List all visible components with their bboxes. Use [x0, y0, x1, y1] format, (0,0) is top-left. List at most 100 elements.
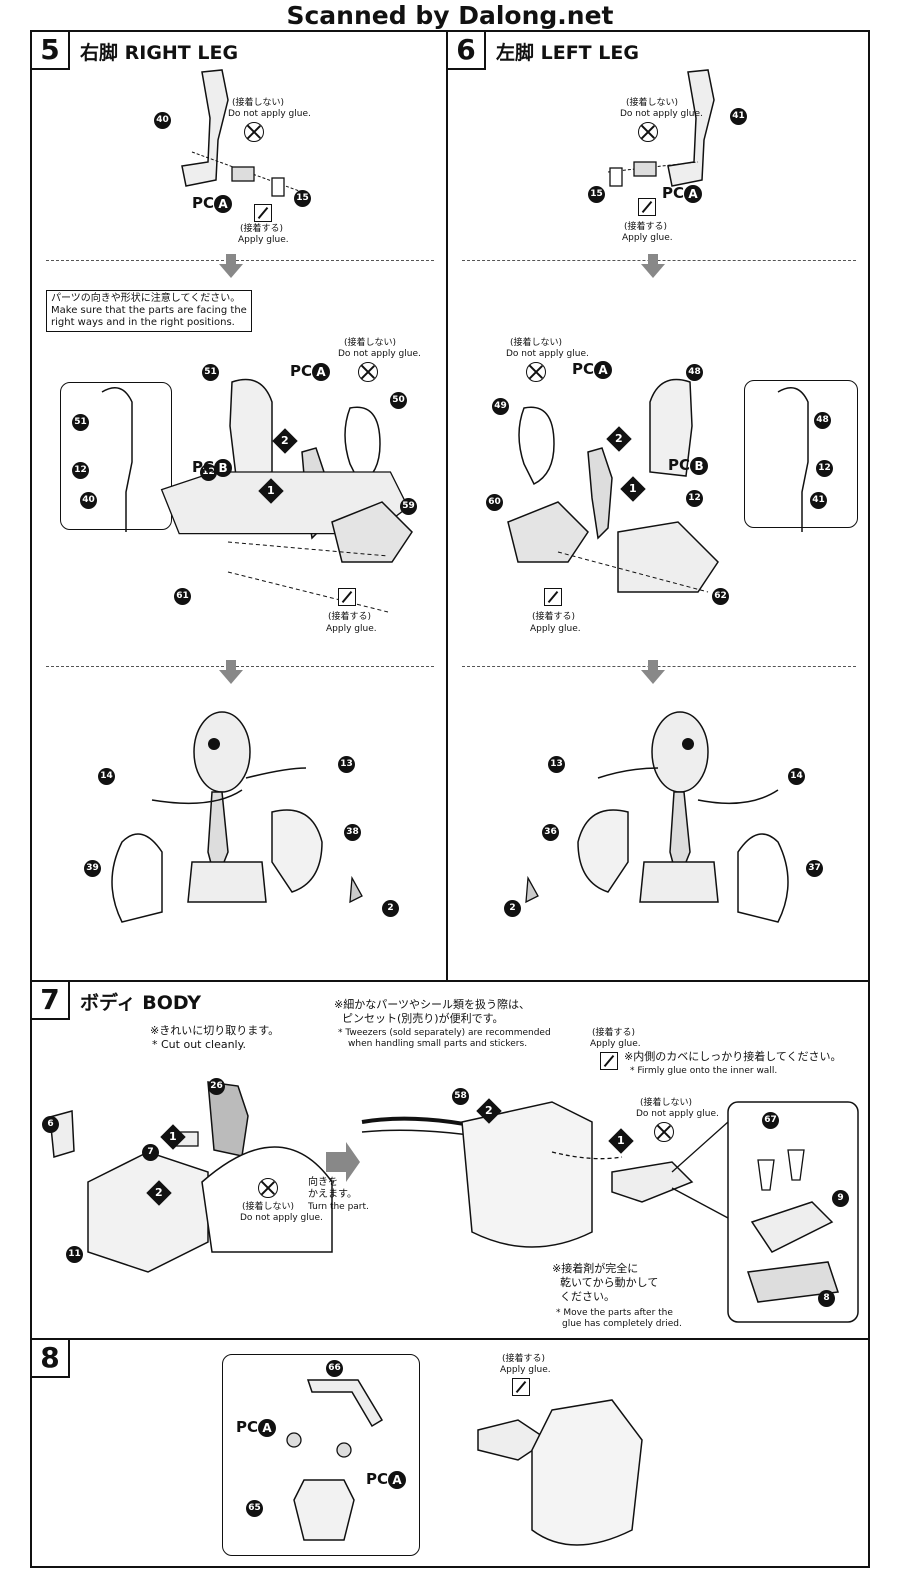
part-60: 60 — [486, 494, 503, 511]
part-13: 13 — [548, 756, 565, 773]
down-arrow-icon-2 — [648, 660, 658, 670]
detail-callout — [60, 382, 172, 530]
leg-final-drawing — [111, 711, 363, 923]
part-59: 59 — [400, 498, 417, 515]
part-12: 12 — [686, 490, 703, 507]
step-6-title: 左脚 LEFT LEG — [496, 42, 639, 64]
step-5-number: 5 — [32, 32, 70, 70]
part-15: 15 — [294, 190, 311, 207]
part-12: 12 — [200, 464, 217, 481]
part-48-detail: 48 — [814, 412, 831, 429]
part-37: 37 — [806, 860, 823, 877]
no-glue-label-en-2: Do not apply glue. — [338, 349, 421, 359]
cut-note-jp: ※きれいに切り取ります。 — [150, 1024, 280, 1037]
no-glue-icon-2 — [654, 1122, 674, 1142]
no-glue-label-jp-2: (接着しない) — [344, 338, 397, 348]
part-14: 14 — [98, 768, 115, 785]
no-glue-label-en-2: Do not apply glue. — [506, 349, 589, 359]
glue-label-jp: (接着する) — [592, 1028, 636, 1038]
part-48: 48 — [686, 364, 703, 381]
dry-note-jp-3: ください。 — [560, 1290, 615, 1303]
part-40: 40 — [154, 112, 171, 129]
step-5-title: 右脚 RIGHT LEG — [80, 42, 239, 64]
tweezers-note-jp-2: ピンセット(別売り)が便利です。 — [342, 1012, 504, 1025]
no-glue-icon-2 — [358, 362, 378, 382]
leg-final-drawing — [525, 711, 789, 923]
glue-label-jp: (接着する) — [624, 222, 668, 232]
no-glue-label-jp: (接着しない) — [232, 98, 285, 108]
down-arrow-icon — [648, 254, 658, 264]
leg-assembly-drawing — [101, 378, 413, 613]
part-7: 7 — [142, 1144, 159, 1161]
part-6: 6 — [42, 1116, 59, 1133]
down-arrow-head-icon — [219, 264, 243, 278]
no-glue-label-jp: (接着しない) — [626, 98, 679, 108]
no-glue-icon-2 — [526, 362, 546, 382]
glue-icon — [600, 1052, 618, 1070]
inner-wall-note-jp: ※内側のカベにしっかり接着してください。 — [624, 1050, 842, 1063]
part-38: 38 — [344, 824, 361, 841]
no-glue-label-en-2: Do not apply glue. — [636, 1109, 719, 1119]
turn-label-jp-2: かえます。 — [308, 1189, 357, 1200]
orientation-note: パーツの向きや形状に注意してください。 Make sure that the p… — [46, 290, 252, 332]
part-41-detail: 41 — [810, 492, 827, 509]
part-49: 49 — [492, 398, 509, 415]
detail-callout — [744, 380, 858, 528]
step-8-number: 8 — [32, 1340, 70, 1378]
no-glue-label-en: Do not apply glue. — [240, 1213, 323, 1223]
step-8-drawing — [286, 1379, 643, 1546]
step-7-title: ボディ BODY — [80, 992, 202, 1014]
no-glue-label-jp-2: (接着しない) — [510, 338, 563, 348]
part-9: 9 — [832, 1190, 849, 1207]
step-5-panel: 5 右脚 RIGHT LEG 40 15 (接着しない) Do not appl… — [30, 30, 448, 982]
part-15: 15 — [588, 186, 605, 203]
no-glue-label-en: Do not apply glue. — [620, 109, 703, 119]
no-glue-label-jp: (接着しない) — [242, 1202, 295, 1212]
glue-label-jp-2: (接着する) — [328, 612, 372, 622]
divider-line — [462, 260, 856, 261]
part-26: 26 — [208, 1078, 225, 1095]
leg-assembly-drawing — [507, 378, 809, 593]
tweezers-note-jp-1: ※細かなパーツやシール類を扱う際は、 — [334, 998, 530, 1011]
part-39: 39 — [84, 860, 101, 877]
no-glue-label-jp-2: (接着しない) — [640, 1098, 693, 1108]
no-glue-label-en: Do not apply glue. — [228, 109, 311, 119]
tweezers-note-en-2: when handling small parts and stickers. — [348, 1039, 528, 1049]
glue-icon — [512, 1378, 530, 1396]
part-67: 67 — [762, 1112, 779, 1129]
tweezers-note-en-1: * Tweezers (sold separately) are recomme… — [338, 1028, 551, 1038]
glue-icon — [638, 198, 656, 216]
no-glue-icon — [638, 122, 658, 142]
glue-label-en: Apply glue. — [622, 233, 673, 243]
down-arrow-icon-2 — [226, 660, 236, 670]
cut-note-en: * Cut out cleanly. — [152, 1038, 247, 1051]
no-glue-icon — [244, 122, 264, 142]
step-7-panel: 7 ボディ BODY ※きれいに切り取ります。 * Cut out cleanl… — [30, 980, 870, 1340]
down-arrow-icon — [226, 254, 236, 264]
part-51-detail: 51 — [72, 414, 89, 431]
left-leg-frame-drawing — [607, 69, 715, 187]
part-11: 11 — [66, 1246, 83, 1263]
divider-line-2 — [462, 666, 856, 667]
right-leg-frame-drawing — [181, 69, 303, 197]
inner-wall-note-en: * Firmly glue onto the inner wall. — [630, 1066, 778, 1076]
no-glue-icon — [258, 1178, 278, 1198]
part-2: 2 — [504, 900, 521, 917]
divider-line — [46, 260, 434, 261]
part-40-detail: 40 — [80, 492, 97, 509]
glue-icon — [254, 204, 272, 222]
dry-note-en-2: glue has completely dried. — [562, 1319, 682, 1329]
down-arrow-head-icon-2 — [641, 670, 665, 684]
part-62: 62 — [712, 588, 729, 605]
divider-line-2 — [46, 666, 434, 667]
part-13: 13 — [338, 756, 355, 773]
part-12-detail: 12 — [816, 460, 833, 477]
part-41: 41 — [730, 108, 747, 125]
part-50: 50 — [390, 392, 407, 409]
